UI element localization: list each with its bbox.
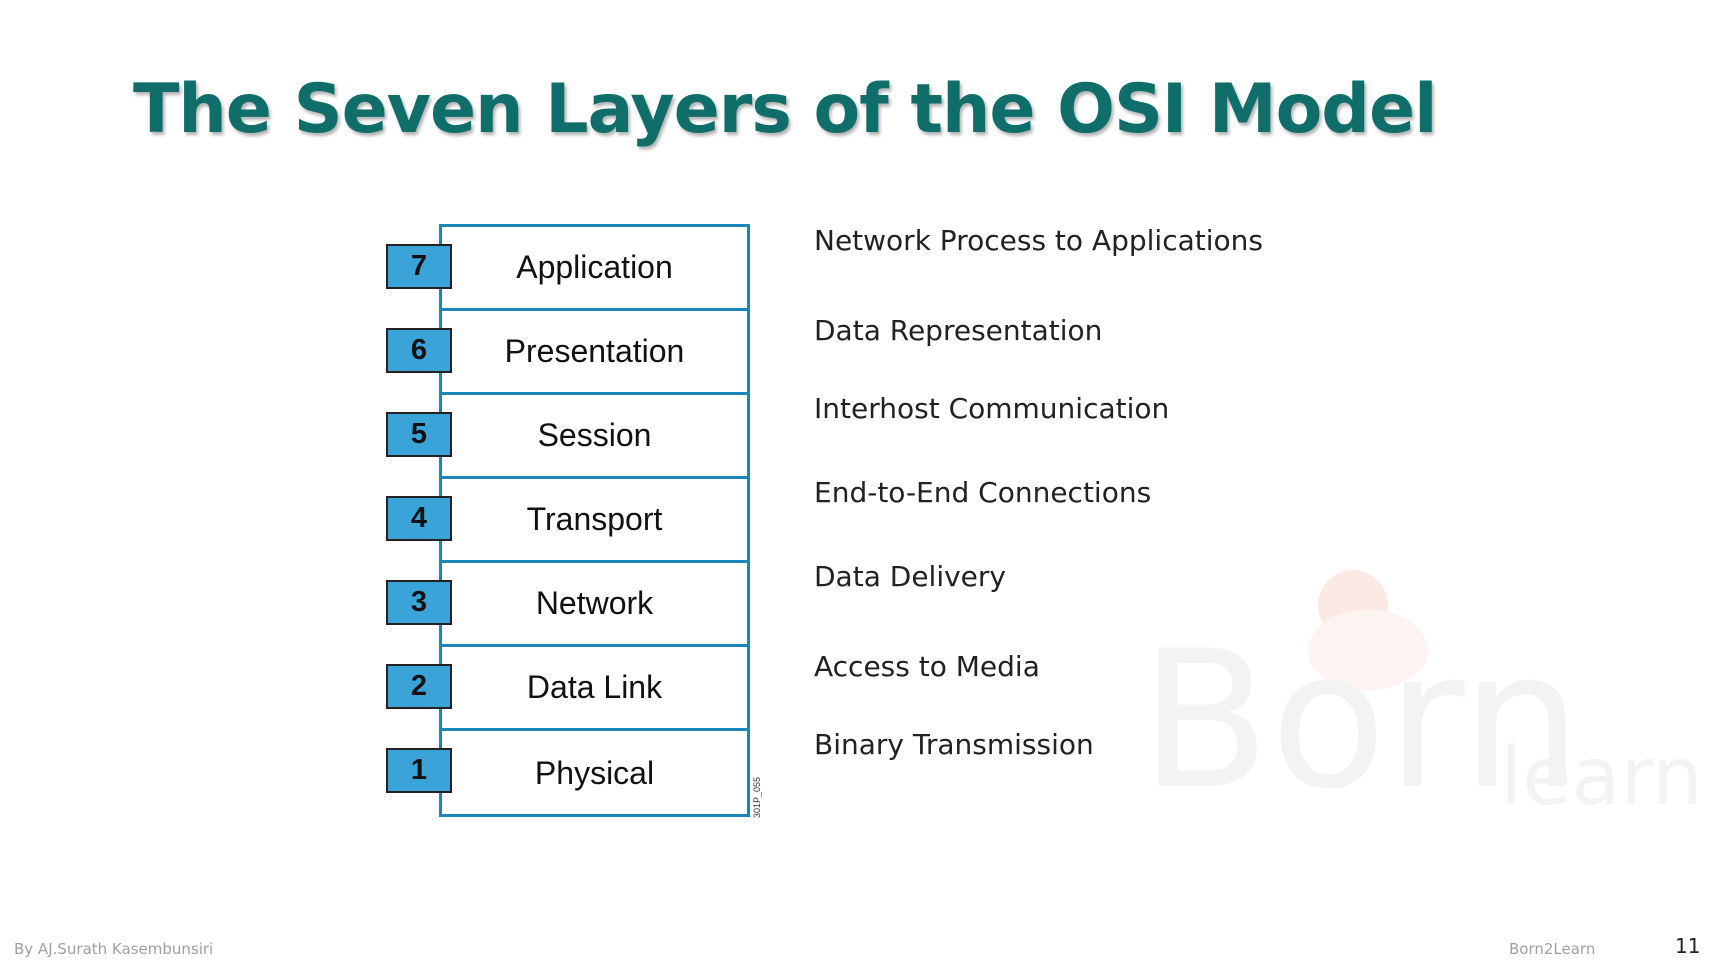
page-number: 11 [1675,934,1701,958]
figure-code: 301P_055 [752,776,762,818]
layer-description: Network Process to Applications [814,224,1263,257]
layer-row: Presentation [442,311,747,395]
layer-row: Application [442,227,747,311]
layer-name: Session [537,417,652,453]
layer-number-badge: 7 [386,244,452,289]
layer-number-badge: 1 [386,748,452,793]
footer-author: By AJ.Surath Kasembunsiri [14,940,214,958]
layer-number-badge: 6 [386,328,452,373]
layer-row: Session [442,395,747,479]
watermark-word-learn: learn [1500,730,1703,823]
layer-name: Data Link [526,669,663,705]
layer-number-badge: 4 [386,496,452,541]
layer-description: Data Representation [814,314,1103,347]
layer-row: Data Link [442,647,747,731]
layer-row: Physical [442,731,747,815]
layer-name: Network [535,585,654,621]
layer-row: Transport [442,479,747,563]
layer-name: Transport [526,501,663,537]
layer-description: End-to-End Connections [814,476,1152,509]
footer-brand: Born2Learn [1509,940,1596,958]
layer-description: Access to Media [814,650,1040,683]
layer-name: Physical [534,754,655,791]
layer-number-badge: 3 [386,580,452,625]
layer-number-badge: 5 [386,412,452,457]
slide-title: The Seven Layers of the OSI Model [133,70,1437,149]
layer-description: Data Delivery [814,560,1006,593]
layer-name: Application [516,249,673,285]
layer-name: Presentation [504,333,685,369]
born2learn-logo-icon-accent [1308,610,1428,690]
layer-description: Interhost Communication [814,392,1170,425]
watermark-word-born: Born [1140,610,1582,831]
layer-description: Binary Transmission [814,728,1094,761]
born2learn-logo-icon [1318,570,1388,640]
born2learn-watermark: Born learn [1140,570,1703,840]
layer-row: Network [442,563,747,647]
layer-number-badge: 2 [386,664,452,709]
